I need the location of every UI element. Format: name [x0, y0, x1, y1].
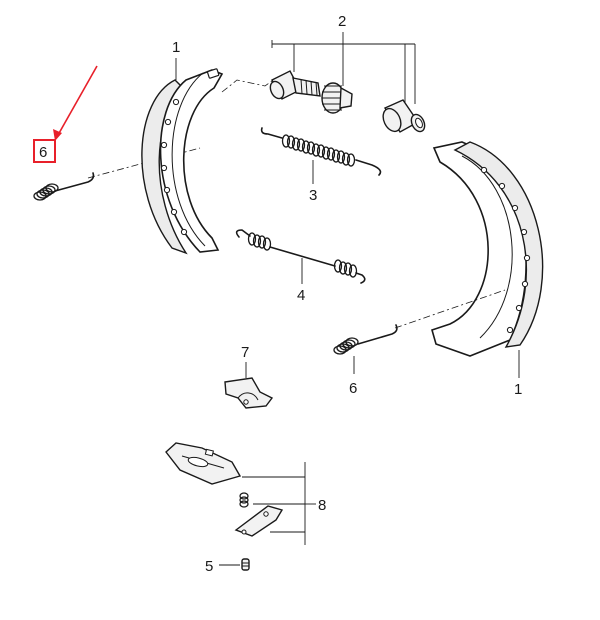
brake-shoe-right: 1	[431, 141, 544, 398]
brake-shoe-left: 1	[141, 39, 224, 255]
hold-down-spring-right: 6	[333, 289, 506, 397]
highlight-marker: 6	[33, 65, 98, 163]
callout-6-highlighted[interactable]: 6	[39, 144, 47, 161]
lever-kit: 8	[165, 442, 326, 545]
callout-5[interactable]: 5	[205, 558, 213, 575]
highlight-box	[33, 139, 56, 163]
highlight-arrowhead	[53, 129, 62, 141]
adjuster-assembly: 2	[269, 13, 426, 133]
callout-4[interactable]: 4	[297, 287, 305, 304]
callout-3[interactable]: 3	[309, 187, 317, 204]
retainer-pin: 5	[205, 558, 250, 575]
callout-1-left[interactable]: 1	[172, 39, 180, 56]
callout-2[interactable]: 2	[338, 13, 346, 30]
callout-1-right[interactable]: 1	[514, 381, 522, 398]
guide-plate: 7	[224, 344, 274, 409]
adjuster-star-wheel	[321, 82, 353, 114]
callout-7[interactable]: 7	[241, 344, 249, 361]
upper-return-spring: 3	[260, 127, 382, 204]
callout-6-right[interactable]: 6	[349, 380, 357, 397]
callout-8[interactable]: 8	[318, 497, 326, 514]
highlight-arrow	[57, 65, 98, 136]
adjuster-screw	[269, 70, 321, 100]
adjuster-sleeve	[382, 99, 426, 133]
lower-return-spring: 4	[235, 229, 366, 304]
